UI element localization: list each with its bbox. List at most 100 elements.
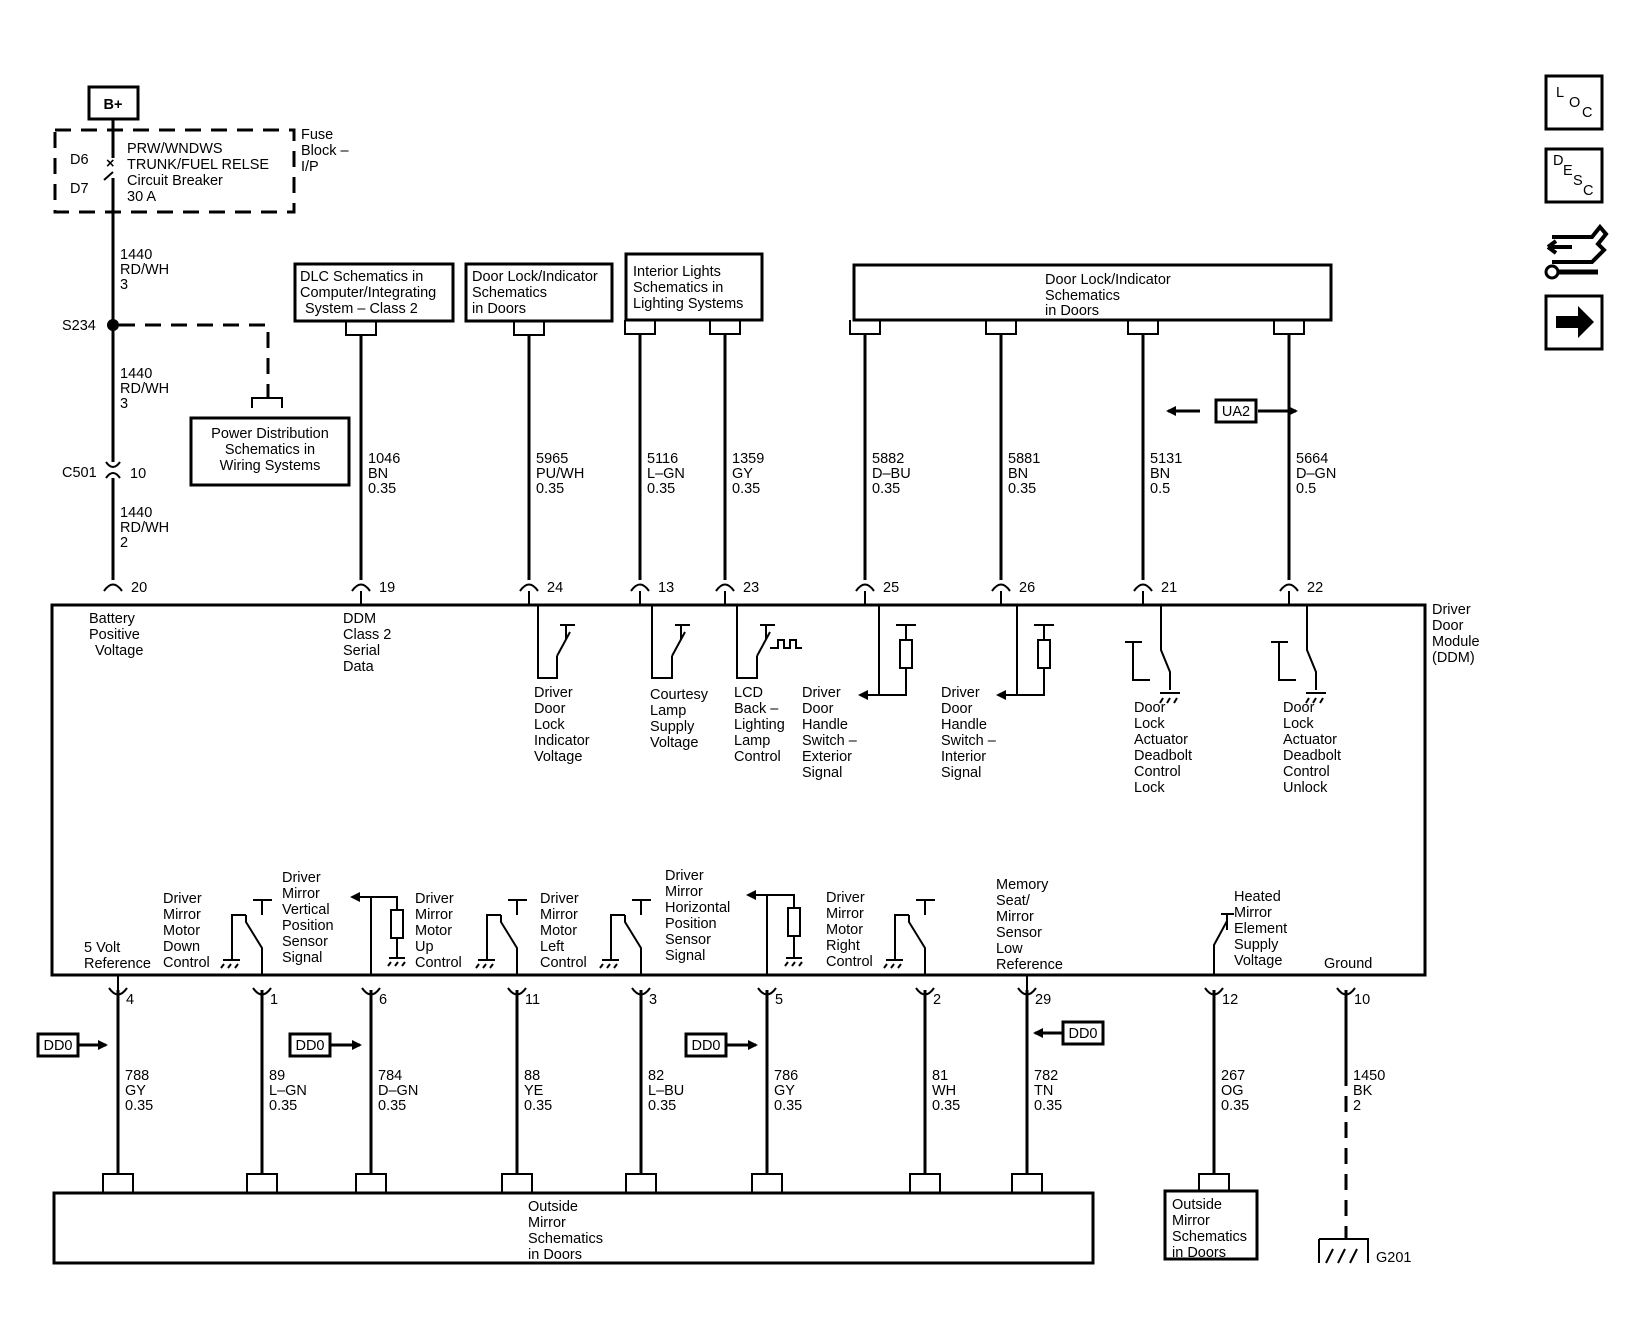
ground-label: Ground	[1324, 956, 1372, 972]
svg-text:DD0: DD0	[691, 1038, 720, 1054]
svg-text:C: C	[1583, 183, 1593, 199]
vert-pos-sensor	[350, 892, 406, 975]
svg-text:Door: Door	[534, 701, 566, 717]
arrow-right-icon	[1556, 306, 1594, 338]
door-lock-indicator-switch	[537, 605, 575, 679]
svg-text:Driver: Driver	[802, 685, 841, 701]
dlc-ref-box[interactable]: DLC Schematics in Computer/Integrating S…	[293, 262, 455, 323]
heated-mirror-switch	[1213, 913, 1234, 975]
wire-color: D–GN	[378, 1083, 418, 1099]
pin-number: 2	[933, 992, 941, 1008]
svg-text:Lighting: Lighting	[734, 717, 785, 733]
svg-text:Block –: Block –	[301, 143, 349, 159]
motor-down-label: Driver Mirror Motor Down Control	[163, 891, 210, 971]
svg-text:DD0: DD0	[43, 1038, 72, 1054]
svg-text:Control: Control	[163, 955, 210, 971]
svg-text:Lamp: Lamp	[650, 703, 686, 719]
motor-down-switch	[220, 899, 272, 975]
wire-color: TN	[1034, 1083, 1053, 1099]
wire-size: 0.35	[524, 1098, 552, 1114]
svg-text:Sensor: Sensor	[282, 934, 328, 950]
svg-text:PRW/WNDWS: PRW/WNDWS	[127, 141, 223, 157]
wire-circuit: 788	[125, 1068, 149, 1084]
svg-text:Control: Control	[734, 749, 781, 765]
svg-text:LCD: LCD	[734, 685, 763, 701]
svg-text:Control: Control	[540, 955, 587, 971]
desc-button[interactable]: D E S C	[1544, 147, 1604, 204]
svg-text:Up: Up	[415, 939, 434, 955]
wire-color: D–BU	[872, 466, 911, 482]
motor-right-switch	[883, 899, 935, 975]
connector-wrench-button[interactable]	[1544, 223, 1609, 280]
pin-number: 5	[775, 992, 783, 1008]
wire-color: WH	[932, 1083, 956, 1099]
svg-text:Lamp: Lamp	[734, 733, 770, 749]
outside-mirror-ref-big[interactable]: Outside Mirror Schematics in Doors	[52, 1191, 1095, 1265]
svg-text:in Doors: in Doors	[1045, 303, 1099, 319]
svg-text:Lighting Systems: Lighting Systems	[633, 296, 743, 312]
wire-1440-c: 1440 RD/WH 2	[120, 505, 169, 551]
interior-lights-ref-box[interactable]: Interior Lights Schematics in Lighting S…	[624, 252, 764, 322]
actuator-lock-switch	[1125, 605, 1180, 704]
handle-exterior-label: Driver Door Handle Switch – Exterior Sig…	[802, 685, 858, 781]
svg-text:Right: Right	[826, 938, 860, 954]
svg-text:B+: B+	[104, 97, 123, 113]
svg-text:Serial: Serial	[343, 643, 380, 659]
wire-circuit: 81	[932, 1068, 948, 1084]
svg-text:Door: Door	[941, 701, 973, 717]
svg-text:Door Lock/Indicator: Door Lock/Indicator	[472, 269, 598, 285]
svg-text:Lock: Lock	[534, 717, 565, 733]
svg-text:in Doors: in Doors	[472, 301, 526, 317]
svg-text:Schematics: Schematics	[472, 285, 547, 301]
svg-text:Driver: Driver	[540, 891, 579, 907]
bottom-wires: 4788GY0.35189L–GN0.356784D–GN0.351188YE0…	[102, 987, 1385, 1239]
svg-text:Position: Position	[665, 916, 717, 932]
wire-circuit: 5131	[1150, 451, 1182, 467]
svg-text:Sensor: Sensor	[665, 932, 711, 948]
svg-text:Lock: Lock	[1283, 716, 1314, 732]
svg-text:Signal: Signal	[665, 948, 705, 964]
horiz-pos-label: Driver Mirror Horizontal Position Sensor…	[665, 868, 730, 964]
svg-text:Voltage: Voltage	[534, 749, 582, 765]
power-distribution-ref[interactable]: Power Distribution Schematics in Wiring …	[189, 416, 351, 487]
door-lock-ref-box-2[interactable]: Door Lock/Indicator Schematics in Doors	[852, 263, 1333, 322]
svg-text:Memory: Memory	[996, 877, 1049, 893]
svg-text:Door: Door	[1432, 618, 1464, 634]
loc-button[interactable]: L O C	[1544, 74, 1604, 131]
ddm-class2-label: DDM Class 2 Serial Data	[343, 611, 391, 675]
pin-number: 25	[883, 580, 899, 596]
svg-text:RD/WH: RD/WH	[120, 520, 169, 536]
svg-text:Mirror: Mirror	[282, 886, 320, 902]
svg-text:Voltage: Voltage	[650, 735, 698, 751]
wire-size: 0.35	[1034, 1098, 1062, 1114]
svg-text:UA2: UA2	[1222, 404, 1250, 420]
wire-color: L–GN	[269, 1083, 307, 1099]
svg-text:Low: Low	[996, 941, 1023, 957]
svg-text:Interior Lights: Interior Lights	[633, 264, 721, 280]
pin-number: 19	[379, 580, 395, 596]
svg-text:Actuator: Actuator	[1134, 732, 1188, 748]
svg-text:Battery: Battery	[89, 611, 136, 627]
wire-circuit: 1359	[732, 451, 764, 467]
chassis-ground-icon	[1325, 1248, 1358, 1264]
svg-text:Deadbolt: Deadbolt	[1134, 748, 1192, 764]
svg-text:Lock: Lock	[1134, 716, 1165, 732]
svg-text:I/P: I/P	[301, 159, 319, 175]
pin-number: 26	[1019, 580, 1035, 596]
outside-mirror-ref-small[interactable]: Outside Mirror Schematics in Doors	[1163, 1189, 1259, 1261]
wire-color: BK	[1353, 1083, 1373, 1099]
door-lock-ref-box-1[interactable]: Door Lock/Indicator Schematics in Doors	[464, 262, 614, 323]
next-arrow-button[interactable]	[1544, 294, 1604, 351]
battery-positive-label: Battery Positive Voltage	[89, 611, 143, 659]
wire-circuit: 1046	[368, 451, 400, 467]
wire-size: 0.35	[269, 1098, 297, 1114]
heated-label: Heated Mirror Element Supply Voltage	[1234, 889, 1287, 969]
svg-text:Signal: Signal	[282, 950, 322, 966]
memory-label: Memory Seat/ Mirror Sensor Low Reference	[996, 877, 1063, 973]
wire-circuit: 782	[1034, 1068, 1058, 1084]
svg-text:L: L	[1556, 85, 1564, 101]
svg-text:Outside: Outside	[528, 1199, 578, 1215]
